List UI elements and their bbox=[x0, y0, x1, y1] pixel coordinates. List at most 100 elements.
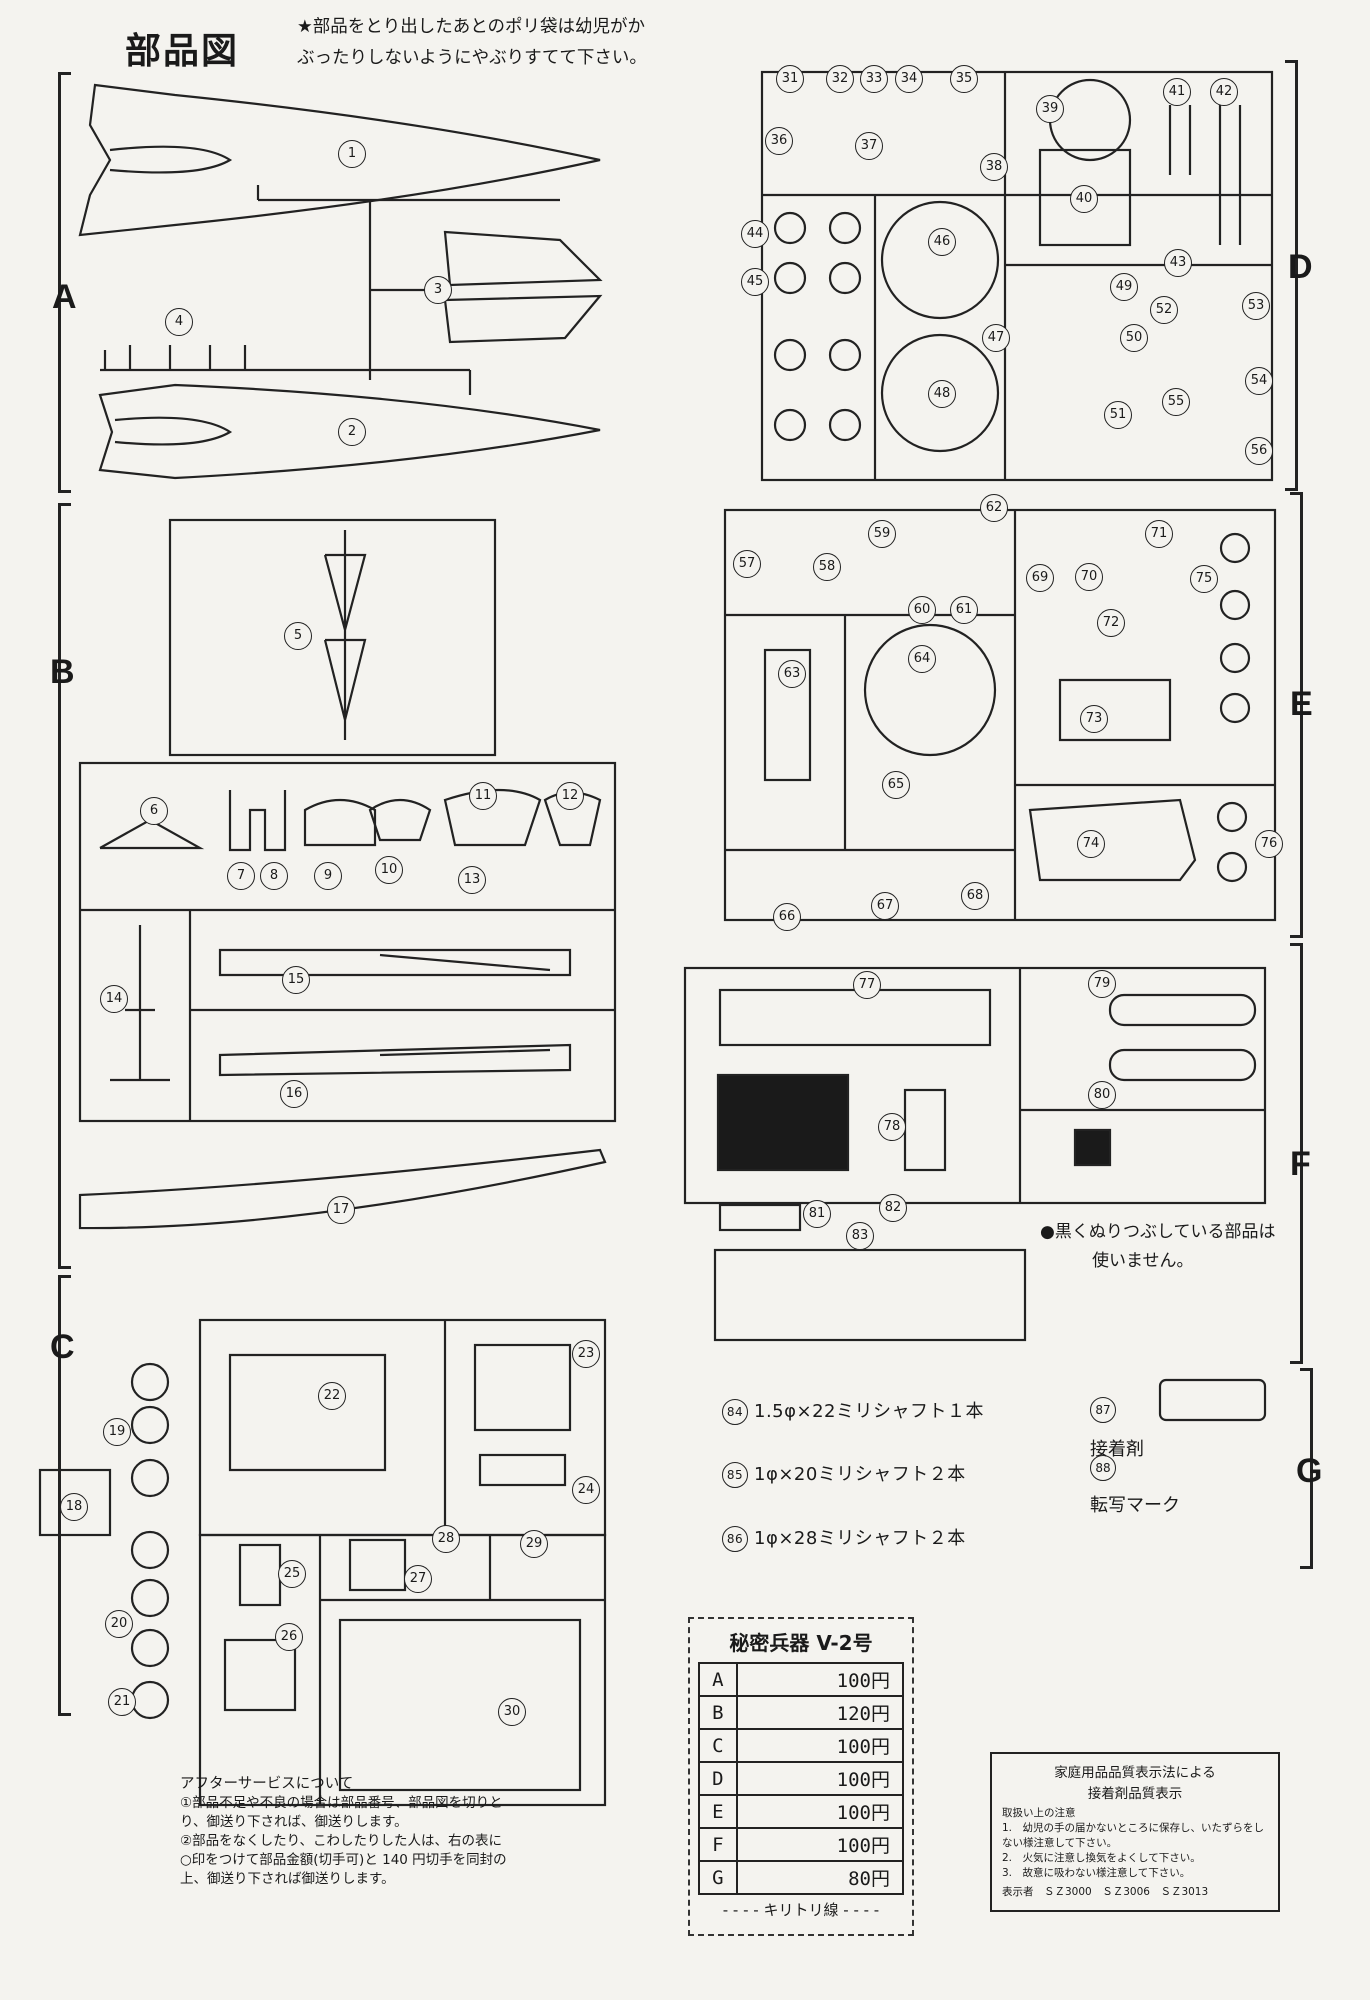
part-number-11: 11 bbox=[469, 782, 497, 810]
part-number-76: 76 bbox=[1255, 830, 1283, 858]
part-number-73: 73 bbox=[1080, 705, 1108, 733]
d-frame bbox=[760, 70, 1274, 482]
section-letter-f: F bbox=[1290, 1145, 1311, 1183]
part-number-80: 80 bbox=[1088, 1081, 1116, 1109]
part-number-52: 52 bbox=[1150, 296, 1178, 324]
section-letter-a: A bbox=[52, 278, 77, 316]
part-number-58: 58 bbox=[813, 553, 841, 581]
part-number-79: 79 bbox=[1088, 970, 1116, 998]
section-letter-g: G bbox=[1296, 1452, 1323, 1490]
part-number-65: 65 bbox=[882, 771, 910, 799]
bracket-a bbox=[58, 72, 71, 493]
part-number-14: 14 bbox=[100, 985, 128, 1013]
part-number-62: 62 bbox=[980, 494, 1008, 522]
part-number-4: 4 bbox=[165, 308, 193, 336]
part-63 bbox=[763, 648, 812, 782]
part-number-72: 72 bbox=[1097, 609, 1125, 637]
part-77 bbox=[718, 988, 992, 1047]
part-number-57: 57 bbox=[733, 550, 761, 578]
part-number-50: 50 bbox=[1120, 324, 1148, 352]
part-48 bbox=[880, 333, 1000, 453]
part-number-1: 1 bbox=[338, 140, 366, 168]
section-letter-b: B bbox=[50, 653, 75, 691]
parts-79-80-tracks bbox=[1108, 993, 1257, 1082]
section-letter-e: E bbox=[1290, 685, 1313, 723]
warning-line-1: ★部品をとり出したあとのポリ袋は幼児がか bbox=[297, 17, 646, 37]
quality-title-1: 家庭用品品質表示法による bbox=[1054, 1765, 1216, 1781]
part-87-tube bbox=[1158, 1378, 1267, 1422]
part-number-43: 43 bbox=[1164, 249, 1192, 277]
part-number-39: 39 bbox=[1036, 95, 1064, 123]
part-number-2: 2 bbox=[338, 418, 366, 446]
part-number-55: 55 bbox=[1162, 388, 1190, 416]
part-number-35: 35 bbox=[950, 65, 978, 93]
bracket-b bbox=[58, 503, 71, 1269]
g-item-87-text: 接着剤 bbox=[1090, 1439, 1144, 1460]
part-number-51: 51 bbox=[1104, 401, 1132, 429]
g-item-87: 87 接着剤 bbox=[1090, 1397, 1144, 1461]
unused-parts-note: ●黒くぬりつぶしている部品は 使いません。 bbox=[1040, 1218, 1320, 1276]
quality-note-2: 2. 火気に注意し換気をよくして下さい。 bbox=[1002, 1852, 1201, 1864]
part-number-83: 83 bbox=[846, 1222, 874, 1250]
part-64 bbox=[863, 623, 997, 757]
part-number-60: 60 bbox=[908, 596, 936, 624]
g-number-87: 87 bbox=[1090, 1397, 1116, 1423]
unused-note-line-2: 使いません。 bbox=[1092, 1251, 1194, 1271]
part-19-21-wheels bbox=[130, 1362, 170, 1720]
part-16 bbox=[218, 1043, 572, 1077]
part-number-49: 49 bbox=[1110, 273, 1138, 301]
part-10 bbox=[368, 799, 432, 842]
part-number-25: 25 bbox=[278, 1560, 306, 1588]
part-number-78: 78 bbox=[878, 1113, 906, 1141]
part-46 bbox=[880, 200, 1000, 320]
part-number-74: 74 bbox=[1077, 830, 1105, 858]
part-number-32: 32 bbox=[826, 65, 854, 93]
part-number-20: 20 bbox=[105, 1610, 133, 1638]
part-number-7: 7 bbox=[227, 862, 255, 890]
part-number-66: 66 bbox=[773, 903, 801, 931]
part-number-24: 24 bbox=[572, 1476, 600, 1504]
part-number-34: 34 bbox=[895, 65, 923, 93]
part-number-10: 10 bbox=[375, 856, 403, 884]
quality-title-2: 接着剤品質表示 bbox=[1087, 1786, 1183, 1802]
g-number-88: 88 bbox=[1090, 1455, 1116, 1481]
part-23 bbox=[473, 1343, 572, 1432]
part-number-28: 28 bbox=[432, 1525, 460, 1553]
f-frame bbox=[683, 966, 1267, 1205]
part-number-47: 47 bbox=[982, 324, 1010, 352]
part-14 bbox=[110, 925, 170, 1082]
cut-line-text: キリトリ線 bbox=[763, 1901, 839, 1919]
part-number-67: 67 bbox=[871, 892, 899, 920]
part-27 bbox=[348, 1538, 407, 1592]
part-number-18: 18 bbox=[60, 1493, 88, 1521]
part-number-29: 29 bbox=[520, 1530, 548, 1558]
price-section: B bbox=[698, 1695, 738, 1730]
price-value: 80円 bbox=[735, 1860, 905, 1895]
after-service-heading: アフターサービスについて bbox=[180, 1776, 354, 1792]
cut-line-label: - - - - キリトリ線 - - - - bbox=[722, 1901, 880, 1919]
part-number-26: 26 bbox=[275, 1623, 303, 1651]
part-number-12: 12 bbox=[556, 782, 584, 810]
part-number-77: 77 bbox=[853, 971, 881, 999]
part-83 bbox=[713, 1248, 1027, 1342]
shaft-85-text: 1φ×20ミリシャフト２本 bbox=[754, 1464, 966, 1485]
after-service-item-1: ①部品不足や不良の場合は部品番号、部品図を切りとり、御送り下されば、御送りします… bbox=[180, 1795, 503, 1830]
price-value: 100円 bbox=[735, 1662, 905, 1697]
part-22 bbox=[228, 1353, 387, 1472]
part-24 bbox=[478, 1453, 567, 1487]
part-number-30: 30 bbox=[498, 1698, 526, 1726]
part-number-75: 75 bbox=[1190, 565, 1218, 593]
part-number-6: 6 bbox=[140, 797, 168, 825]
part-6 bbox=[99, 818, 205, 850]
part-number-42: 42 bbox=[1210, 78, 1238, 106]
part-number-70: 70 bbox=[1075, 563, 1103, 591]
part-black-unused-1 bbox=[716, 1073, 850, 1172]
part-number-13: 13 bbox=[458, 866, 486, 894]
